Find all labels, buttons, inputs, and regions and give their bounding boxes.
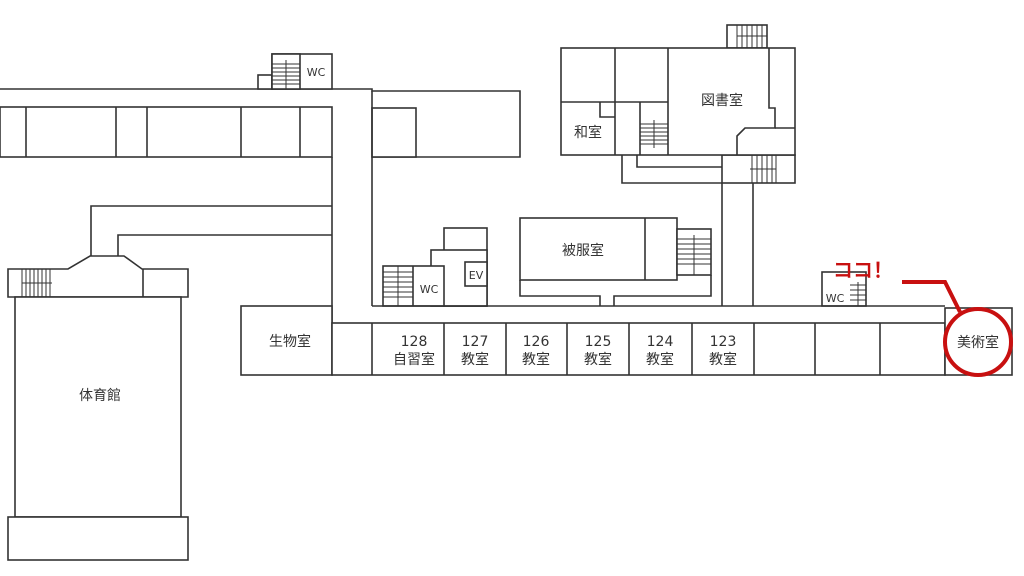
wc-top: WC (257, 53, 333, 90)
room-name: 教室 (461, 351, 489, 368)
ev-label: EV (469, 269, 484, 282)
biology-room-label: 生物室 (269, 333, 311, 350)
room-name: 教室 (646, 351, 674, 368)
gym-label: 体育館 (79, 387, 121, 404)
wc-label: WC (420, 283, 439, 296)
classroom-123: 123 教室 (709, 334, 737, 368)
callout-pointer (902, 280, 962, 313)
clothing-room-label: 被服室 (562, 242, 604, 259)
room-name: 教室 (709, 351, 737, 368)
library-cluster: 図書室 和室 (560, 24, 796, 306)
wc-ev-block: EV WC (382, 227, 488, 307)
stairs-icon (677, 235, 711, 275)
stairs-icon (640, 120, 668, 148)
stairs-icon (272, 60, 300, 89)
japanese-room-label: 和室 (574, 124, 602, 141)
highlight-circle (943, 307, 1013, 377)
room-number: 125 (585, 334, 612, 350)
stairs-icon (383, 266, 413, 306)
library-label: 図書室 (701, 92, 743, 109)
gym: 体育館 (7, 255, 189, 561)
wc-right: WC (821, 271, 867, 307)
north-wing (0, 88, 521, 323)
stairs-icon (850, 282, 866, 306)
stairs-icon (750, 155, 777, 183)
classroom-126: 126 教室 (522, 334, 550, 368)
room-number: 124 (647, 334, 674, 350)
art-room-label: 美術室 (957, 334, 999, 351)
south-wing: 生物室 美術室 128 自習室 127 教室 126 教室 125 教室 124 (240, 305, 1013, 376)
wc-label: WC (826, 292, 845, 305)
callout-text: ココ！ (833, 258, 893, 282)
room-name: 教室 (522, 351, 550, 368)
classroom-128: 128 自習室 (393, 334, 435, 368)
here-callout: ココ！ (833, 258, 1013, 377)
classroom-127: 127 教室 (461, 334, 489, 368)
room-number: 123 (710, 334, 737, 350)
gym-corridor (90, 205, 332, 256)
room-number: 126 (523, 334, 550, 350)
room-name: 教室 (584, 351, 612, 368)
wc-label: WC (307, 66, 326, 79)
classroom-124: 124 教室 (646, 334, 674, 368)
room-number: 128 (401, 334, 428, 350)
classroom-125: 125 教室 (584, 334, 612, 368)
room-number: 127 (462, 334, 489, 350)
clothing-room: 被服室 (519, 217, 712, 306)
stairs-icon (736, 25, 767, 48)
stairs-icon (21, 269, 52, 297)
room-name: 自習室 (393, 351, 435, 368)
